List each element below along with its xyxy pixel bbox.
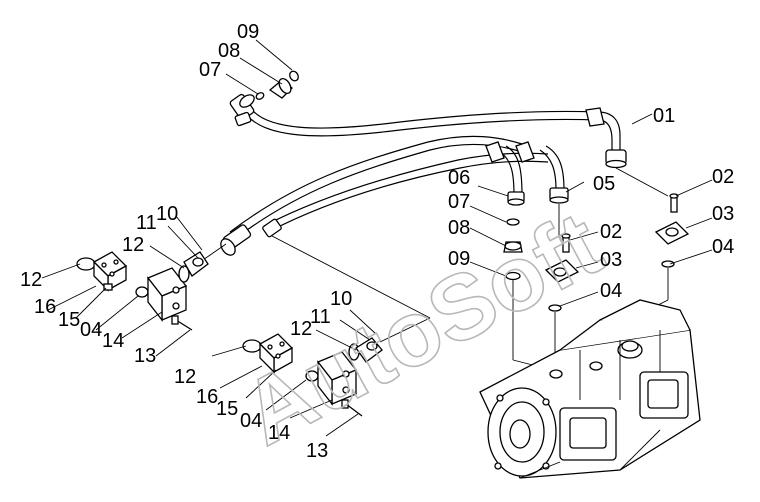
fitting-06 [507,191,525,206]
callout-12-lower-right: 12 [290,318,312,340]
callout-02-middle: 02 [600,221,622,243]
callout-03-middle: 03 [600,249,622,271]
callout-08-middle: 08 [448,217,470,239]
callout-03-right: 03 [712,203,734,225]
callout-15-lower: 15 [216,398,238,420]
callout-14-upper: 14 [102,330,124,352]
flange-set-lower [211,309,383,437]
callout-09-top: 09 [237,21,259,43]
hose-collars [485,141,535,163]
callout-labels: 09 08 07 01 02 03 04 05 06 07 08 09 02 0… [20,21,734,462]
callout-11-lower: 11 [310,306,331,328]
adapter-middle [503,218,523,281]
callout-02-right: 02 [712,166,734,188]
hydraulic-pump [479,299,701,479]
callout-14-lower: 14 [268,422,290,444]
hose-end-fitting [220,218,282,256]
adapter-top [255,70,299,100]
callout-07-middle: 07 [448,191,470,213]
callout-12-lower-left: 12 [174,366,196,388]
clamp-middle [544,233,580,312]
callout-09-middle: 09 [448,248,470,270]
callout-04-middle: 04 [600,280,622,302]
callout-16-lower: 16 [196,386,218,408]
flange-set-upper [41,215,209,357]
fitting-01 [585,107,627,169]
callout-10-lower: 10 [330,288,352,310]
callout-10-upper: 10 [156,203,178,225]
callout-05: 05 [593,173,615,195]
callout-13-lower: 13 [306,440,328,462]
callout-11-upper: 11 [136,212,157,234]
leader-lines [199,39,713,375]
hose-elbow-fitting [229,93,255,127]
callout-07-top: 07 [199,59,221,81]
callout-12-upper-left: 12 [20,269,42,291]
callout-08-top: 08 [218,40,240,62]
fitting-05 [549,187,569,204]
callout-04-upper-left: 04 [80,319,102,341]
callout-13-upper: 13 [134,345,156,367]
callout-04-lower-left: 04 [240,410,262,432]
callout-15-upper: 15 [58,309,80,331]
callout-12-upper-right: 12 [122,234,144,256]
clamp-right [654,193,690,268]
callout-06: 06 [448,167,470,189]
callout-04-right: 04 [712,236,734,258]
callout-16-upper: 16 [34,296,56,318]
callout-01: 01 [653,105,675,127]
